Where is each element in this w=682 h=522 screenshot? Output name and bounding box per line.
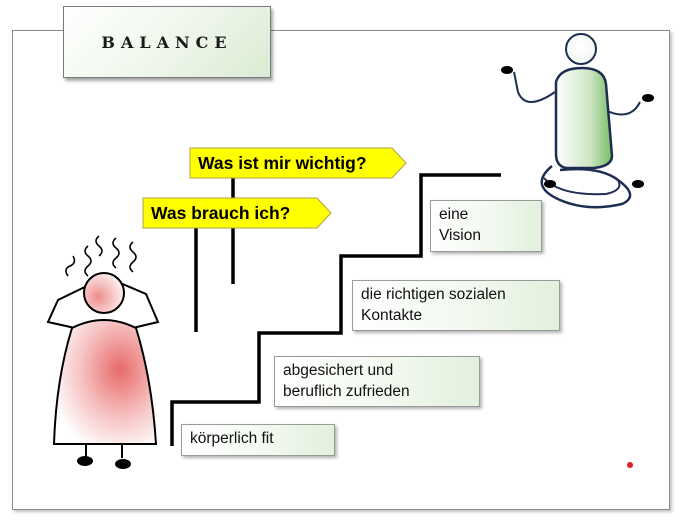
step-3-line-2: Kontakte [361,307,423,324]
step-3-line-1: die richtigen sozialen [361,286,506,303]
step-box-4: eine Vision [430,200,542,252]
sign-what-do-i-need: Was brauch ich? [143,198,331,228]
sign-top-label: Was ist mir wichtig? [198,153,367,173]
step-4-line-2: Vision [439,227,481,244]
laser-pointer-dot [627,462,633,468]
title-box: BALANCE [63,6,271,78]
step-2-line-2: beruflich zufrieden [283,383,410,400]
sign-what-is-important: Was ist mir wichtig? [190,148,406,178]
sign-bottom-label: Was brauch ich? [151,203,291,223]
meditating-figure [501,33,654,209]
step-1-label: körperlich fit [190,430,274,447]
step-box-1: körperlich fit [181,424,335,456]
step-box-2: abgesichert und beruflich zufrieden [274,356,480,407]
title-text: BALANCE [101,32,233,52]
staircase-line [170,173,501,446]
stressed-figure [46,235,160,469]
step-box-3: die richtigen sozialen Kontakte [352,280,560,331]
step-2-line-1: abgesichert und [283,362,394,379]
sign-bottom-outline [142,197,332,229]
sign-top-outline [189,147,407,179]
step-4-line-1: eine [439,206,469,223]
